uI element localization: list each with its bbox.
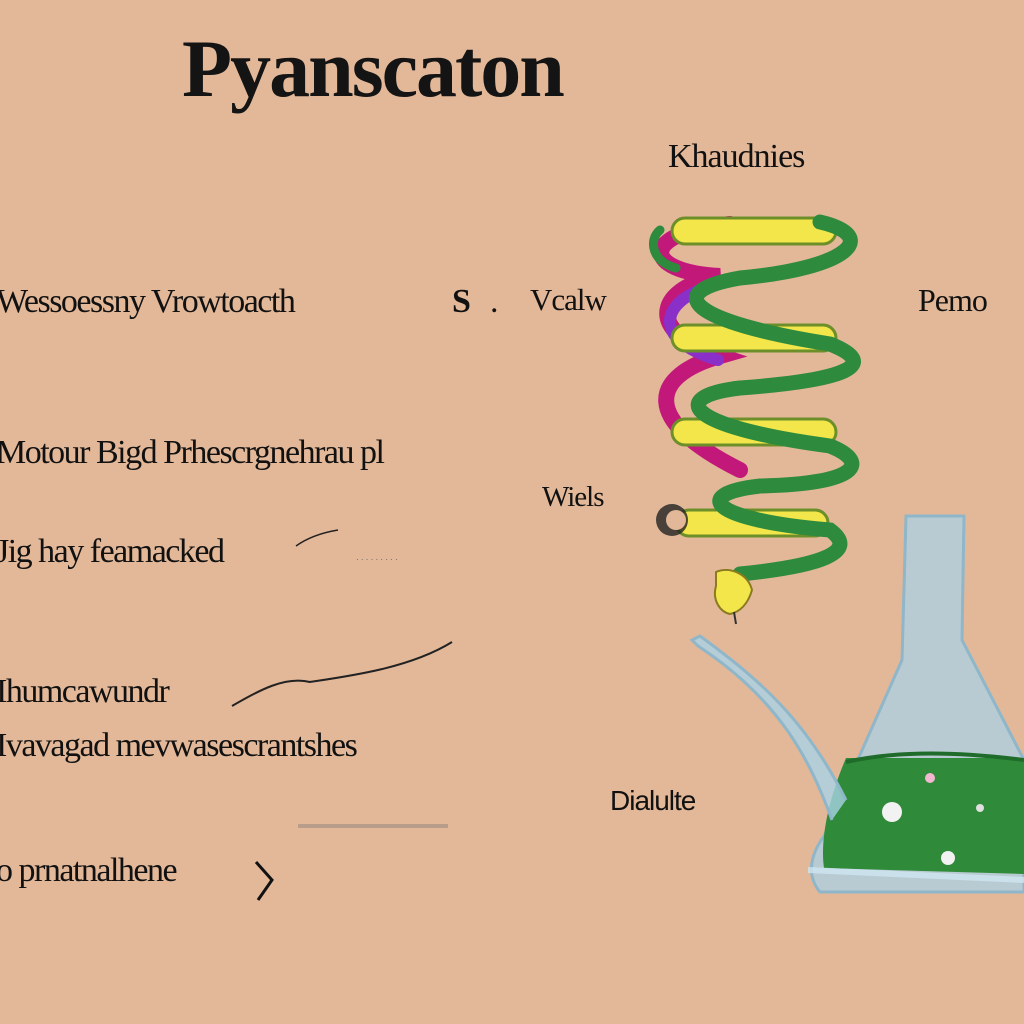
label-flask: Dialulte [610, 785, 696, 816]
left-label-4: Ihumcawundr [0, 673, 170, 710]
left-label-6: o prnatnalhene [0, 852, 178, 889]
label-right: Pemo [918, 282, 988, 318]
label-helix-left: Vcalw [530, 282, 607, 317]
left-label-2: Motour Bigd Prhescrgnehrau pl [0, 434, 385, 471]
arrow-mark [254, 861, 274, 901]
diagram-title: Pyanscaton [182, 23, 565, 114]
label-top-right: Khaudnies [668, 138, 805, 175]
mark-dot: . [490, 283, 498, 320]
scribble-line-2 [231, 641, 453, 707]
left-label-1: Wessoessny Vrowtoacth [0, 283, 296, 320]
dna-helix-icon [648, 214, 861, 625]
faint-mark: · · · · · · · · · [356, 555, 398, 564]
label-helix-lower-left: Wiels [542, 481, 604, 513]
scribble-line-1 [295, 529, 339, 547]
left-label-3: Jig hay feamacked [0, 533, 225, 570]
erlenmeyer-flask-icon [689, 514, 1024, 894]
left-label-5: Ivavagad mevwasescrantshes [0, 727, 358, 764]
mark-s: S [452, 283, 471, 320]
